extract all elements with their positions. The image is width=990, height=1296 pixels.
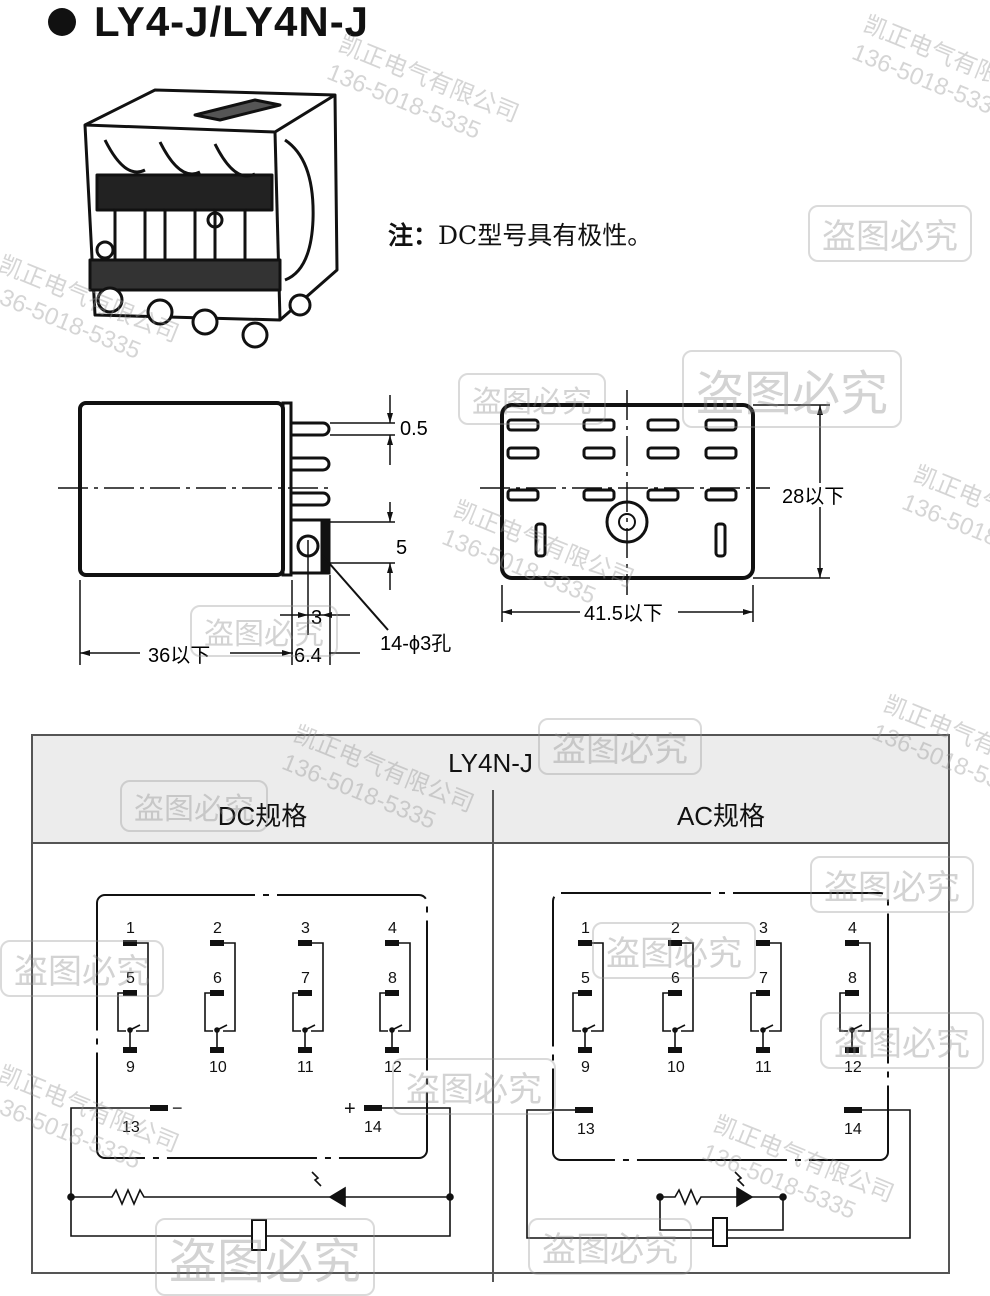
terminal-slot xyxy=(704,488,738,502)
watermark-stamp: 盗图必究 xyxy=(120,780,268,832)
column-divider xyxy=(492,842,494,1282)
watermark-stamp: 盗图必究 xyxy=(820,1012,984,1069)
dim-pin-thickness: 0.5 xyxy=(400,418,428,440)
note-label: 注： xyxy=(388,221,439,250)
product-title: LY4-J/LY4N-J xyxy=(48,0,369,46)
terminal-slot xyxy=(646,418,680,432)
polarity-note: 注：DC型号具有极性。 xyxy=(388,216,652,252)
terminal-slot xyxy=(582,488,616,502)
dim-pin-pitch: 5 xyxy=(396,537,407,559)
terminal-slot xyxy=(704,418,738,432)
dim-pin-length: 6.4 xyxy=(294,645,322,667)
relay-illustration xyxy=(83,88,339,349)
terminal-slot xyxy=(714,522,727,558)
terminal-slot xyxy=(506,418,540,432)
note-text: DC型号具有极性。 xyxy=(438,221,653,250)
column-header-dc: DC规格 xyxy=(33,790,494,844)
terminal-slot xyxy=(506,446,540,460)
watermark-stamp: 盗图必究 xyxy=(528,1218,692,1275)
relay-body xyxy=(78,401,285,577)
terminal-slot xyxy=(646,446,680,460)
dim-height: 28以下 xyxy=(782,486,844,508)
bullet-icon xyxy=(48,8,76,36)
terminal-slot xyxy=(534,522,547,558)
watermark-stamp: 盗图必究 xyxy=(808,205,972,262)
watermark-stamp: 盗图必究 xyxy=(0,940,164,997)
front-view-drawing: 28以下 41.5以下 xyxy=(480,390,860,625)
dim-hole-offset: 3 xyxy=(311,607,322,629)
watermark-stamp: 盗图必究 xyxy=(538,718,702,775)
column-header-ac: AC规格 xyxy=(494,790,948,844)
terminal-slot xyxy=(704,446,738,460)
watermark-stamp: 盗图必究 xyxy=(155,1218,376,1296)
watermark-company: 凯正电气有限公司 136-5018-5335 xyxy=(848,10,990,125)
terminal-slot xyxy=(506,488,540,502)
terminal-slot xyxy=(646,488,680,502)
watermark-stamp: 盗图必究 xyxy=(458,373,606,425)
watermark-stamp: 盗图必究 xyxy=(392,1058,556,1115)
watermark-stamp: 盗图必究 xyxy=(682,350,903,428)
product-title-text: LY4-J/LY4N-J xyxy=(94,0,370,45)
watermark-stamp: 盗图必究 xyxy=(592,922,756,979)
watermark-stamp: 盗图必究 xyxy=(190,605,338,657)
terminal-slot xyxy=(582,446,616,460)
watermark-stamp: 盗图必究 xyxy=(810,856,974,913)
side-view-drawing: 36以下 6.4 3 0.5 5 14-ϕ3孔 xyxy=(58,395,451,667)
dim-width: 41.5以下 xyxy=(584,603,663,625)
watermark-company: 凯正电气有限公司 136-5018-5335 xyxy=(898,460,990,575)
dim-holes: 14-ϕ3孔 xyxy=(380,632,451,655)
